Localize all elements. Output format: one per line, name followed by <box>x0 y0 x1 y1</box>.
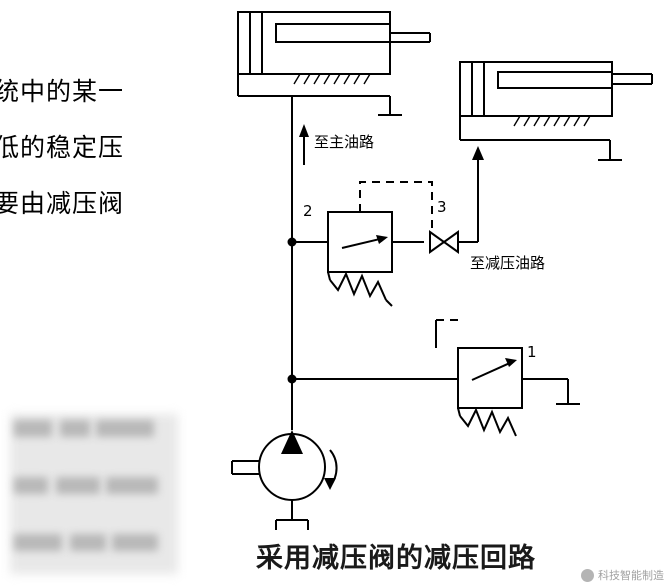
cylinder-left-piston <box>275 23 391 43</box>
watermark-label: 科技智能制造 <box>598 569 664 582</box>
relief-valve-body <box>457 347 523 409</box>
pressure-reducing-valve-body <box>327 211 393 273</box>
blurred-text-line <box>14 534 62 551</box>
blurred-text-line <box>112 534 158 551</box>
left-text-line-3: 要由减压阀 <box>0 189 125 218</box>
label-to-main-circuit: 至主油路 <box>314 133 374 151</box>
cylinder-left-hatching <box>293 73 372 85</box>
blurred-text-line <box>96 420 154 437</box>
valve2-internal-arrow <box>341 237 385 249</box>
label-component-2: 2 <box>303 202 313 220</box>
valve1-spring <box>457 407 517 437</box>
left-text-line-1: 统中的某一 <box>0 77 125 106</box>
pump-flow-arrow <box>281 430 303 454</box>
valve1-internal-arrow <box>471 361 513 381</box>
cylinder-right-piston <box>497 71 613 89</box>
valve2-pilot-line <box>359 181 433 232</box>
blurred-text-line <box>106 477 158 494</box>
arrow-to-reduced-circuit <box>472 146 484 242</box>
blurred-text-line <box>70 534 106 551</box>
valve2-spring <box>327 271 387 301</box>
arrow-to-main-circuit <box>299 124 309 165</box>
watermark-logo-icon <box>581 568 594 582</box>
check-valve-symbol <box>429 230 478 254</box>
blurred-text-line <box>14 477 48 494</box>
valve1-pilot-line <box>435 319 458 348</box>
blurred-text-line <box>56 477 100 494</box>
label-component-3: 3 <box>437 198 447 216</box>
cylinder-right-hatching <box>513 115 592 127</box>
label-to-reduced-circuit: 至减压油路 <box>470 254 545 272</box>
label-component-1: 1 <box>527 343 537 361</box>
left-text-line-2: 低的稳定压 <box>0 133 125 162</box>
diagram-caption: 采用减压阀的减压回路 <box>256 543 536 574</box>
blurred-text-line <box>14 420 52 437</box>
pump-rotation-arrow <box>324 449 338 490</box>
blurred-text-line <box>60 420 90 437</box>
watermark: 科技智能制造 <box>581 567 664 583</box>
